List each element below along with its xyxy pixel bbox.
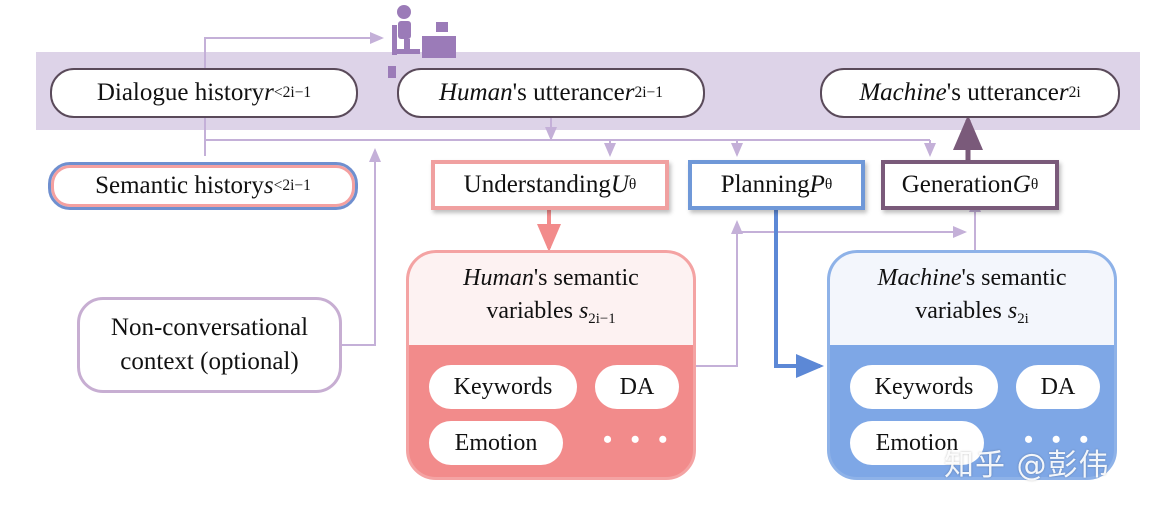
machine-semantic-variables-card: Machine's semantic variables s2i Keyword… xyxy=(827,250,1117,480)
human-chip-da: DA xyxy=(595,365,679,409)
line-human-vars-to-planning xyxy=(696,220,743,367)
user-at-desk-icon xyxy=(388,5,456,78)
dialogue-history-label: Dialogue history xyxy=(96,79,265,106)
semantic-history-pill: Semantic history s<2i−1 xyxy=(48,162,358,210)
machine-chip-da: DA xyxy=(1016,365,1100,409)
machine-more-dots: • • • xyxy=(1024,425,1095,454)
human-semantic-variables-card: Human's semantic variables s2i−1 Keyword… xyxy=(406,250,696,480)
line-context-up xyxy=(340,148,381,346)
line-history-to-user xyxy=(204,32,384,68)
human-more-dots: • • • xyxy=(603,425,674,454)
context-box: Non-conversational context (optional) xyxy=(77,297,342,393)
watermark: 知乎 @彭伟 xyxy=(944,448,1110,483)
human-card-header: Human's semantic variables s2i−1 xyxy=(409,253,693,345)
human-chip-emotion: Emotion xyxy=(429,421,563,465)
machine-chip-emotion: Emotion xyxy=(850,421,984,465)
machine-card-header: Machine's semantic variables s2i xyxy=(830,253,1114,345)
arrow-planning-to-machine-vars xyxy=(774,210,824,378)
dialogue-history-pill: Dialogue history r<2i−1 xyxy=(50,68,358,118)
human-chip-keywords: Keywords xyxy=(429,365,577,409)
machine-chip-keywords: Keywords xyxy=(850,365,998,409)
